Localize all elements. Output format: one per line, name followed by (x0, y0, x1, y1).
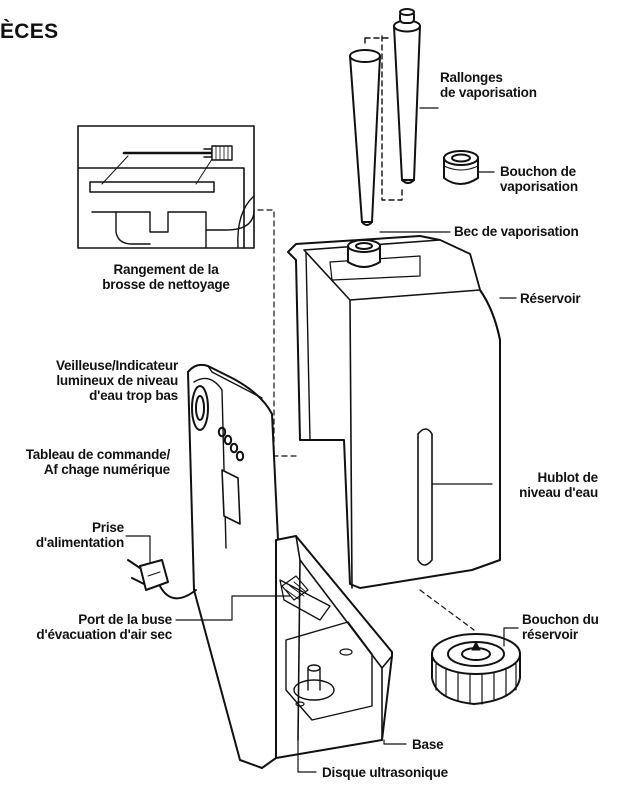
humidifier-base-icon (188, 365, 392, 768)
label-bec-vaporisation: Bec de vaporisation (454, 224, 579, 239)
label-rallonges-line-1: Rallonges (440, 70, 503, 85)
label-rangement-brosse: Rangement de la brosse de nettoyage (76, 262, 256, 292)
label-disque-line-1: Disque ultrasonique (322, 765, 448, 780)
power-plug-icon (128, 560, 196, 598)
tank-cap-icon (432, 634, 520, 704)
label-rangement-line-2: brosse de nettoyage (102, 277, 230, 292)
label-tableau-commande: Tableau de commande/ Af chage numérique (0, 447, 170, 477)
cleaning-brush-icon (124, 146, 232, 160)
water-tank-icon (288, 236, 500, 588)
leader-lines (126, 108, 518, 772)
label-bouchon-vaporisation: Bouchon de vaporisation (500, 164, 578, 194)
label-veilleuse-line-1: Veilleuse/Indicateur (55, 358, 178, 373)
label-veilleuse-line-3: d'eau trop bas (89, 388, 178, 403)
vapor-cap-icon (444, 151, 478, 184)
label-prise-line-2: d'alimentation (35, 535, 124, 550)
label-hublot: Hublot de niveau d'eau (480, 470, 598, 500)
label-bouchon-reservoir: Bouchon du réservoir (522, 612, 599, 642)
label-port-line-1: Port de la buse (78, 612, 172, 627)
label-reservoir-line-1: Réservoir (520, 291, 581, 306)
label-rallonges-line-2: de vaporisation (440, 85, 537, 100)
vapor-extension-tubes-icon (350, 9, 420, 225)
label-bouchon-vapo-line-1: Bouchon de (500, 164, 576, 179)
label-prise-line-1: Prise (91, 520, 124, 535)
label-hublot-line-2: niveau d'eau (519, 485, 598, 500)
brush-storage-inset (78, 126, 254, 248)
label-prise-alimentation: Prise d'alimentation (0, 520, 124, 550)
section-title: ÈCES (0, 20, 59, 43)
label-bouchon-vapo-line-2: vaporisation (500, 179, 578, 194)
label-port-buse: Port de la buse d'évacuation d'air sec (0, 612, 172, 642)
label-reservoir: Réservoir (520, 291, 581, 306)
label-base: Base (412, 737, 444, 752)
label-tableau-line-1: Tableau de commande/ (25, 447, 170, 462)
label-veilleuse-line-2: lumineux de niveau (56, 373, 178, 388)
label-bouchon-res-line-1: Bouchon du (522, 612, 599, 627)
label-hublot-line-1: Hublot de (537, 470, 599, 485)
label-disque-ultrasonique: Disque ultrasonique (322, 765, 448, 780)
label-port-line-2: d'évacuation d'air sec (36, 627, 172, 642)
label-tableau-line-2: Af chage numérique (43, 462, 170, 477)
label-base-line-1: Base (412, 737, 444, 752)
label-veilleuse: Veilleuse/Indicateur lumineux de niveau … (0, 358, 178, 403)
label-rallonges: Rallonges de vaporisation (440, 70, 537, 100)
label-bouchon-res-line-2: réservoir (522, 627, 578, 642)
label-bec-line-1: Bec de vaporisation (454, 224, 579, 239)
label-rangement-line-1: Rangement de la (113, 262, 219, 277)
